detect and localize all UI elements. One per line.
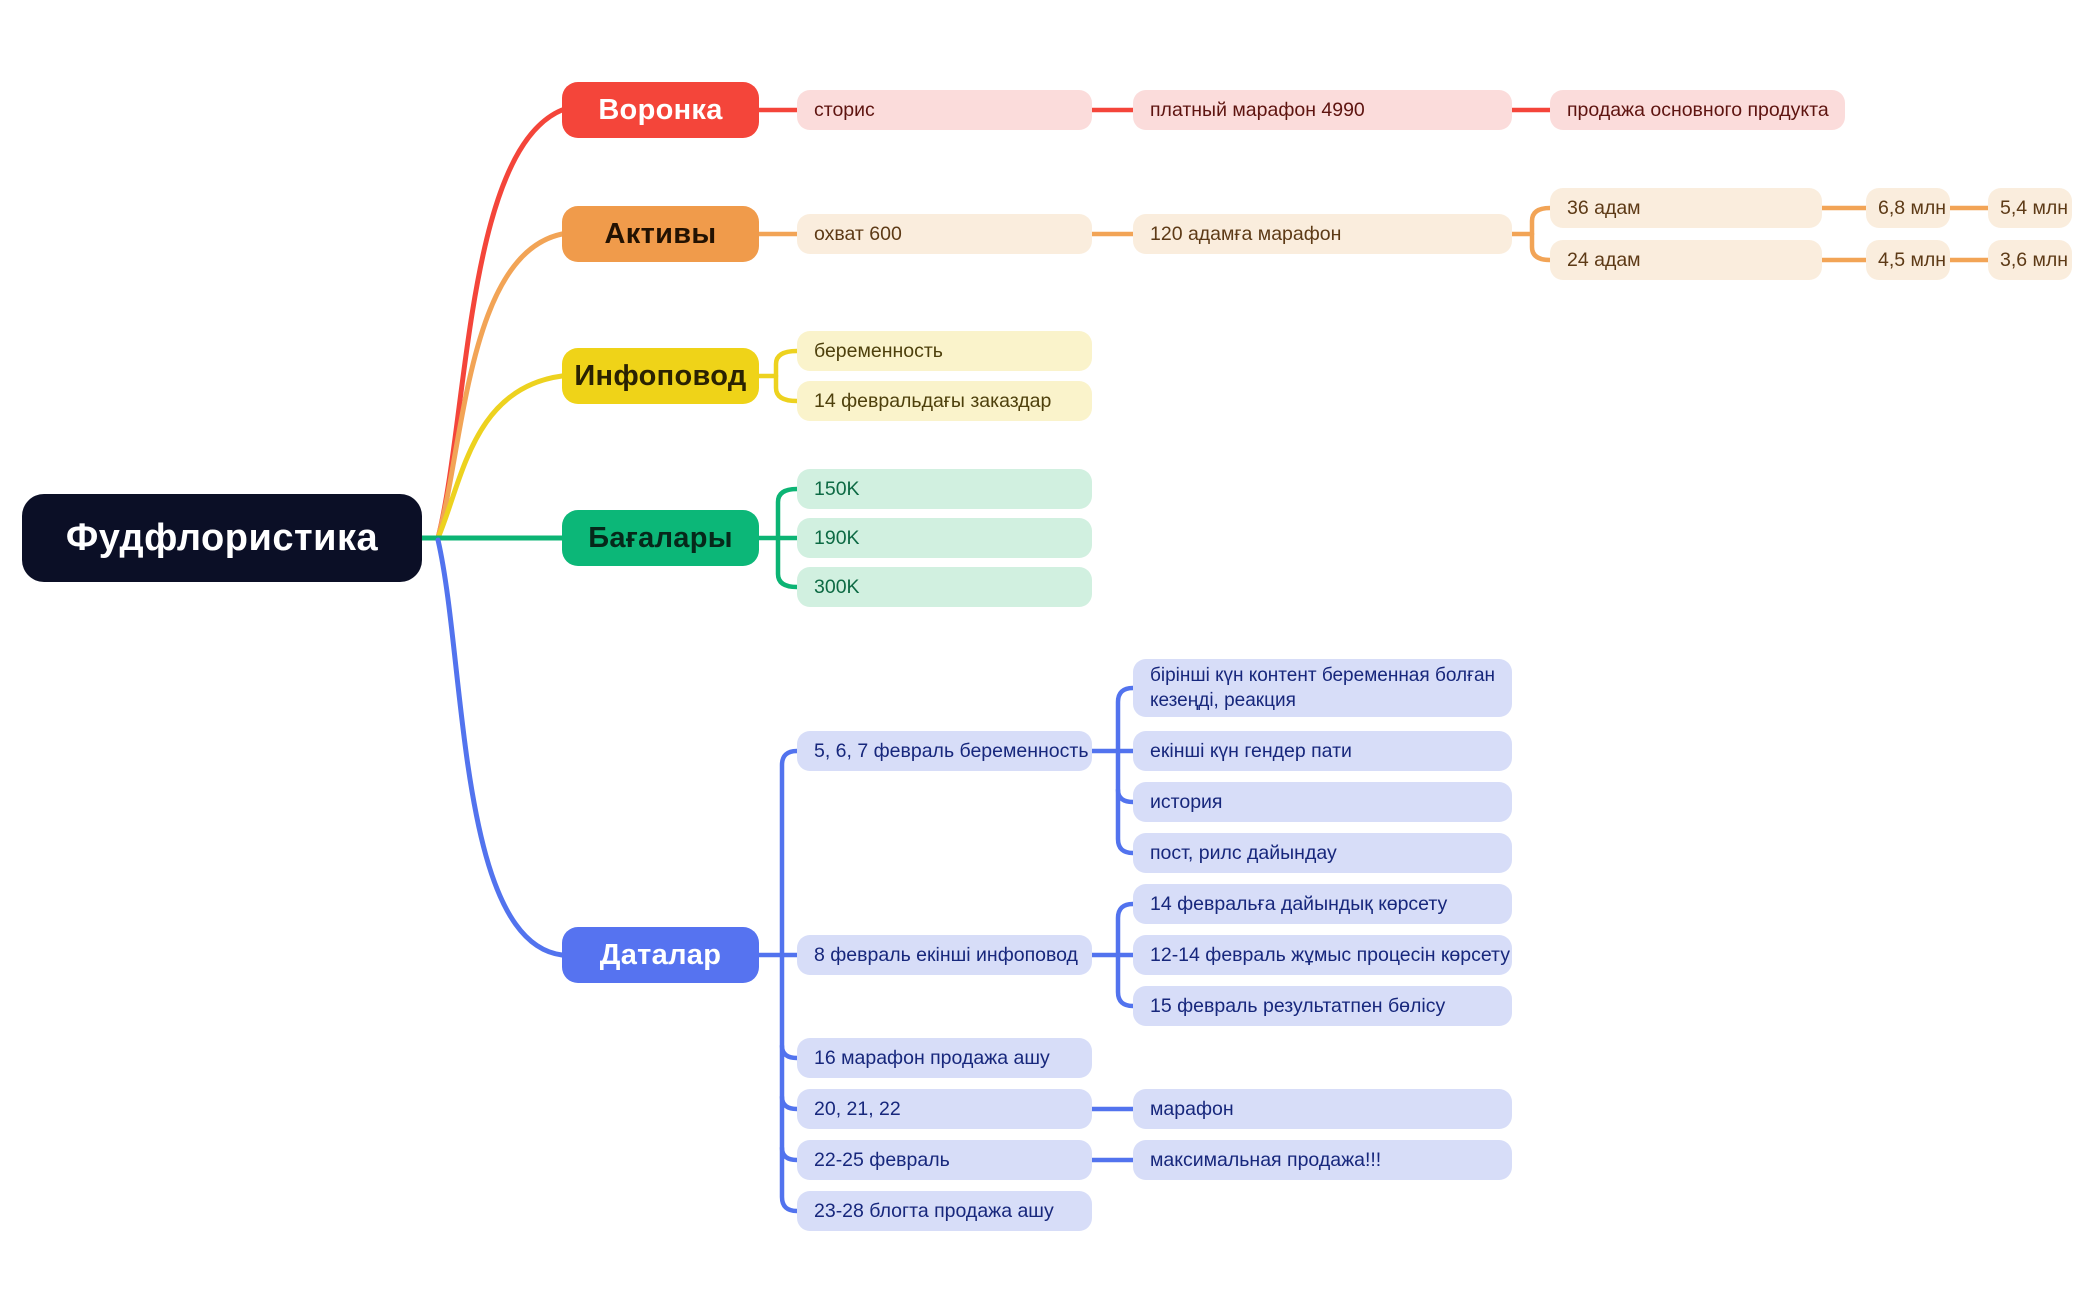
topic-24-adam[interactable]: 24 адам [1550, 240, 1822, 280]
connector-bracket-adam [1529, 205, 1553, 263]
topic-storis[interactable]: сторис [797, 90, 1092, 130]
topic-ekinshi-kun[interactable]: екінші күн гендер пати [1133, 731, 1512, 771]
topic-4-5-mln[interactable]: 4,5 млн [1866, 240, 1950, 280]
topic-prodazha-osnovnogo[interactable]: продажа основного продукта [1550, 90, 1845, 130]
root-topic[interactable]: Фудфлористика [22, 494, 422, 582]
connector-hook-feb202122 [779, 1094, 800, 1112]
branch-infopovod[interactable]: Инфоповод [562, 348, 759, 404]
connector-bracket-infopovod [773, 348, 800, 404]
connector-fan-infopovod [435, 373, 565, 541]
topic-36-adam[interactable]: 36 адам [1550, 188, 1822, 228]
topic-feb-5-6-7[interactable]: 5, 6, 7 февраль беременность [797, 731, 1092, 771]
connector-bracket-feb567 [1115, 685, 1136, 856]
topic-birinshi-kun[interactable]: бірінші күн контент беременная болған ке… [1133, 659, 1512, 717]
connector-bracket-feb8 [1115, 901, 1136, 1009]
topic-5-4-mln[interactable]: 5,4 млн [1988, 188, 2072, 228]
topic-190k[interactable]: 190K [797, 518, 1092, 558]
topic-feb-23-28[interactable]: 23-28 блогта продажа ашу [797, 1191, 1092, 1231]
topic-6-8-mln[interactable]: 6,8 млн [1866, 188, 1950, 228]
connector-fan-voronka [435, 107, 565, 541]
topic-150k[interactable]: 150K [797, 469, 1092, 509]
connector-bracket-bagalary [775, 486, 800, 590]
topic-feb-16[interactable]: 16 марафон продажа ашу [797, 1038, 1092, 1078]
topic-3-6-mln[interactable]: 3,6 млн [1988, 240, 2072, 280]
topic-feb-22-25[interactable]: 22-25 февраль [797, 1140, 1092, 1180]
topic-marafon[interactable]: марафон [1133, 1089, 1512, 1129]
topic-feb-8[interactable]: 8 февраль екінші инфоповод [797, 935, 1092, 975]
topic-feb-12-14[interactable]: 12-14 февраль жұмыс процесін көрсету [1133, 935, 1512, 975]
branch-bagalary[interactable]: Бағалары [562, 510, 759, 566]
topic-feb-14-dayyndyk[interactable]: 14 февральға дайындық көрсету [1133, 884, 1512, 924]
connector-hook-feb16 [779, 1043, 800, 1061]
topic-beremennost[interactable]: беременность [797, 331, 1092, 371]
topic-platny-marafon[interactable]: платный марафон 4990 [1133, 90, 1512, 130]
topic-marafon-120[interactable]: 120 адамға марафон [1133, 214, 1512, 254]
branch-voronka[interactable]: Воронка [562, 82, 759, 138]
connector-trunk-datalar [779, 748, 800, 1214]
topic-max-prodazha[interactable]: максимальная продажа!!! [1133, 1140, 1512, 1180]
topic-feb-20-21-22[interactable]: 20, 21, 22 [797, 1089, 1092, 1129]
topic-ohvat-600[interactable]: охват 600 [797, 214, 1092, 254]
topic-post-rils[interactable]: пост, рилс дайындау [1133, 833, 1512, 873]
connector-hook-feb2225 [779, 1145, 800, 1163]
connector-hook-istoriya [1115, 787, 1136, 805]
topic-300k[interactable]: 300K [797, 567, 1092, 607]
connector-fan-aktivy [435, 231, 565, 541]
branch-aktivy[interactable]: Активы [562, 206, 759, 262]
connector-fan-datalar [435, 537, 565, 958]
topic-feb-15[interactable]: 15 февраль результатпен бөлісу [1133, 986, 1512, 1026]
topic-zakazdar-14[interactable]: 14 февральдағы заказдар [797, 381, 1092, 421]
topic-istoriya[interactable]: история [1133, 782, 1512, 822]
branch-datalar[interactable]: Даталар [562, 927, 759, 983]
